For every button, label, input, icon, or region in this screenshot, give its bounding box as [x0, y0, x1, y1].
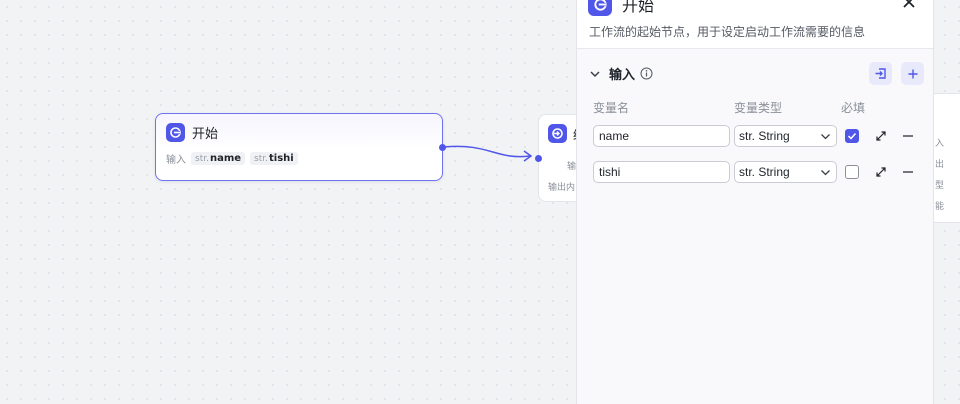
node-properties-panel: 开始 工作流的起始节点，用于设定启动工作流需要的信息 输入 变量名 变量类型 必… [576, 0, 934, 404]
chevron-down-icon [821, 170, 830, 176]
expand-icon[interactable] [874, 129, 888, 143]
panel-title: 开始 [622, 0, 655, 15]
end-icon [548, 124, 567, 143]
column-header-required: 必填 [841, 101, 866, 115]
remove-icon[interactable] [901, 165, 915, 179]
variable-name-input[interactable]: tishi [593, 161, 730, 183]
start-node-input-label: 输入 [166, 155, 186, 166]
chevron-down-icon[interactable] [589, 68, 601, 80]
plus-icon [908, 69, 917, 78]
import-icon [875, 68, 886, 79]
start-node-title: 开始 [192, 127, 219, 142]
start-node[interactable]: 开始 输入 str.name str.tishi [155, 113, 446, 181]
clipped-node-line: 能 [935, 202, 945, 212]
panel-header: 开始 工作流的起始节点，用于设定启动工作流需要的信息 [577, 0, 933, 49]
output-handle[interactable] [439, 144, 446, 151]
clipped-node-line: 型 [935, 181, 945, 191]
required-checkbox[interactable] [845, 129, 859, 143]
required-checkbox[interactable] [845, 165, 859, 179]
start-icon [166, 123, 185, 142]
chevron-down-icon [821, 134, 830, 140]
param-tag: str.tishi [250, 152, 298, 165]
variable-type-select[interactable]: str. String [734, 161, 837, 183]
section-title: 输入 [609, 68, 636, 83]
column-header-type: 变量类型 [734, 101, 783, 115]
clipped-node-line: 出 [935, 160, 945, 170]
import-button[interactable] [869, 62, 892, 85]
variable-type-value: str. String [739, 165, 790, 179]
column-header-name: 变量名 [593, 101, 630, 115]
panel-description: 工作流的起始节点，用于设定启动工作流需要的信息 [589, 25, 866, 39]
remove-icon[interactable] [901, 129, 915, 143]
input-handle[interactable] [535, 155, 542, 162]
variable-type-value: str. String [739, 129, 790, 143]
input-section-header[interactable]: 输入 [589, 64, 653, 83]
check-icon [847, 132, 857, 140]
add-variable-button[interactable] [901, 62, 924, 85]
start-icon [588, 0, 612, 16]
variable-name-input[interactable]: name [593, 125, 730, 147]
param-tag: str.name [191, 152, 246, 165]
clipped-node-line: 入 [935, 139, 945, 149]
variable-type-select[interactable]: str. String [734, 125, 837, 147]
end-node-line: 输出内 [548, 183, 576, 193]
end-node-line: 输 [567, 162, 577, 172]
close-icon[interactable] [899, 0, 919, 12]
clipped-node[interactable]: 入 出 型 能 [930, 93, 960, 223]
expand-icon[interactable] [874, 165, 888, 179]
info-icon[interactable] [640, 67, 653, 80]
